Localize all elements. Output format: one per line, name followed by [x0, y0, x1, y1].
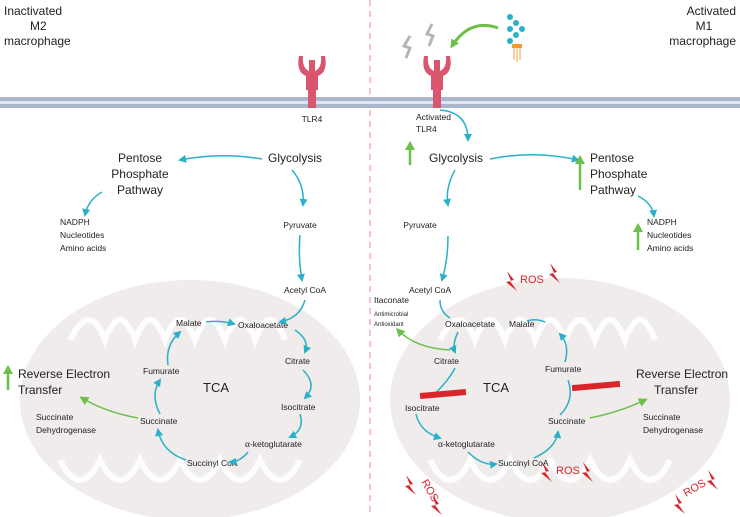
right-oxaloacetate: Oxaloacetate [445, 319, 495, 329]
ros-label-top: ROS [520, 274, 544, 286]
right-title-line1: Activated [687, 4, 736, 18]
right-glycolysis: Glycolysis [429, 151, 483, 165]
left-pyruvate: Pyruvate [283, 220, 317, 230]
left-ppp-line1: Pentose [118, 151, 162, 165]
left-title-line1: Inactivated [4, 4, 62, 18]
left-ret-up-arrow-icon [3, 365, 13, 390]
right-succinate: Succinate [548, 416, 586, 426]
left-sdh-line2: Dehydrogenase [36, 425, 96, 435]
right-products-up-arrow-icon [633, 223, 643, 250]
left-ret-line2: Transfer [18, 383, 62, 397]
mitochondrion-right [390, 278, 730, 517]
right-ppp-line1: Pentose [590, 151, 634, 165]
right-fumurate: Fumurate [545, 364, 582, 374]
right-receptor-line2: TLR4 [416, 124, 437, 134]
left-ppp-line2: Phosphate [111, 167, 169, 181]
left-citrate: Citrate [285, 356, 310, 366]
mitochondrion-left [20, 280, 360, 517]
cell-membrane [0, 97, 740, 108]
right-itaconate-role2: Antioxidant [374, 322, 404, 328]
left-oxaloacetate: Oxaloacetate [238, 320, 288, 330]
ros-bottom-middle: ROS [541, 462, 593, 482]
right-pathway-arrows [415, 109, 658, 469]
left-ppp-line3: Pathway [117, 183, 163, 197]
left-succinyl-coa: Succinyl CoA [187, 458, 238, 468]
left-receptor-label: TLR4 [302, 114, 323, 124]
right-sdh-line2: Dehydrogenase [643, 425, 703, 435]
right-receptor-line1: Activated [416, 112, 451, 122]
stimulus-squiggles-icon [401, 23, 435, 59]
right-tca-label: TCA [483, 380, 509, 395]
right-malate: Malate [509, 319, 535, 329]
right-ppp-up-arrow-icon [575, 155, 585, 190]
right-pyruvate: Pyruvate [403, 220, 437, 230]
left-ret-line1: Reverse Electron [18, 367, 110, 381]
right-itaconate-role1: Antimicrobial [374, 312, 408, 318]
left-title-line3: macrophage [4, 34, 71, 48]
ros-label-middle: ROS [556, 465, 580, 477]
right-isocitrate: Isocitrate [405, 403, 440, 413]
right-product-nucleotides: Nucleotides [647, 230, 691, 240]
right-ret-line1: Reverse Electron [636, 367, 728, 381]
left-product-nadph: NADPH [60, 217, 90, 227]
right-ret-arrow [589, 398, 648, 419]
right-product-nadph: NADPH [647, 217, 677, 227]
lps-ligand-icon [507, 14, 525, 62]
isocitrate-block-icon [419, 389, 467, 399]
right-ppp-line3: Pathway [590, 183, 636, 197]
right-citrate: Citrate [434, 356, 459, 366]
left-pathway-arrows [82, 154, 313, 466]
right-succinyl-coa: Succinyl CoA [498, 458, 549, 468]
left-alpha-ketoglutarate: α-ketoglutarate [245, 439, 302, 449]
left-product-nucleotides: Nucleotides [60, 230, 104, 240]
left-fumurate: Fumurate [143, 366, 180, 376]
left-sdh-line1: Succinate [36, 412, 74, 422]
right-sdh-line1: Succinate [643, 412, 681, 422]
left-isocitrate: Isocitrate [281, 402, 316, 412]
left-title-line2: M2 [30, 19, 47, 33]
ros-top: ROS [506, 263, 560, 291]
right-ppp-line2: Phosphate [590, 167, 648, 181]
left-succinate: Succinate [140, 416, 178, 426]
right-itaconate: Itaconate [374, 295, 409, 305]
left-ret-arrow [79, 396, 139, 419]
right-ret-line2: Transfer [654, 383, 698, 397]
right-title-line3: macrophage [669, 34, 736, 48]
tlr4-receptor-right-icon [423, 56, 451, 108]
right-title-line2: M1 [696, 19, 713, 33]
ligand-binding-arrow [450, 23, 499, 49]
left-tca-label: TCA [203, 380, 229, 395]
right-acetyl-coa: Acetyl CoA [409, 285, 451, 295]
left-malate: Malate [176, 318, 202, 328]
right-glycolysis-up-arrow-icon [405, 141, 415, 165]
right-product-amino-acids: Amino acids [647, 243, 693, 253]
right-itaconate-arrow [395, 327, 451, 351]
left-acetyl-coa: Acetyl CoA [284, 285, 326, 295]
left-glycolysis: Glycolysis [268, 151, 322, 165]
succinate-block-icon [571, 380, 621, 392]
left-product-amino-acids: Amino acids [60, 243, 106, 253]
right-alpha-ketoglutarate: α-ketoglutarate [438, 439, 495, 449]
tlr4-receptor-left-icon [298, 56, 326, 108]
